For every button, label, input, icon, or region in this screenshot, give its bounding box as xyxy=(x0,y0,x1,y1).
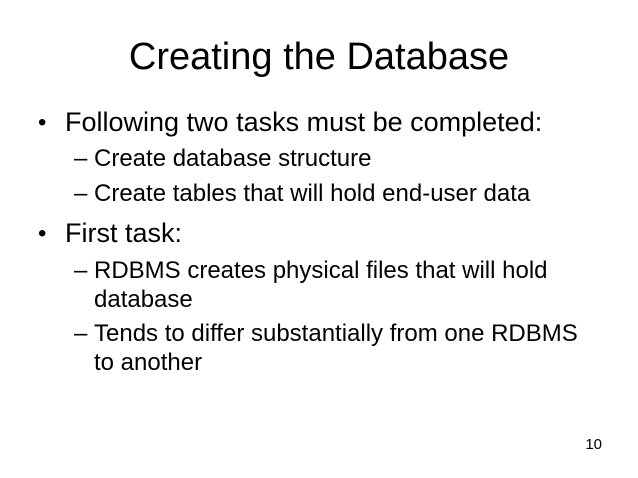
sub-bullet-item: – RDBMS creates physical files that will… xyxy=(74,257,638,315)
sub-bullet-item: – Create tables that will hold end-user … xyxy=(74,180,638,209)
slide-title: Creating the Database xyxy=(128,36,510,78)
bullet-item: • Following two tasks must be completed: xyxy=(38,106,638,140)
sub-bullet-item: – Tends to differ substantially from one… xyxy=(74,320,638,378)
dash-icon: – xyxy=(74,256,88,284)
sub-bullet-item: – Create database structure xyxy=(74,145,638,174)
bullet-text: Following two tasks must be completed: xyxy=(65,106,543,137)
bullet-item: • First task: xyxy=(38,217,638,251)
sub-bullet-text: Tends to differ substantially from one R… xyxy=(94,320,578,377)
sub-bullet-text: RDBMS creates physical files that will h… xyxy=(94,256,548,313)
sub-bullet-text: Create tables that will hold end-user da… xyxy=(94,180,531,208)
dash-icon: – xyxy=(74,320,88,348)
dash-icon: – xyxy=(74,145,88,173)
sub-bullet-text: Create database structure xyxy=(94,145,372,173)
slide-body: • Following two tasks must be completed:… xyxy=(0,106,638,378)
bullet-text: First task: xyxy=(65,218,183,249)
bullet-icon: • xyxy=(38,220,47,248)
dash-icon: – xyxy=(74,180,88,208)
bullet-icon: • xyxy=(38,108,47,136)
page-number: 10 xyxy=(585,436,602,453)
